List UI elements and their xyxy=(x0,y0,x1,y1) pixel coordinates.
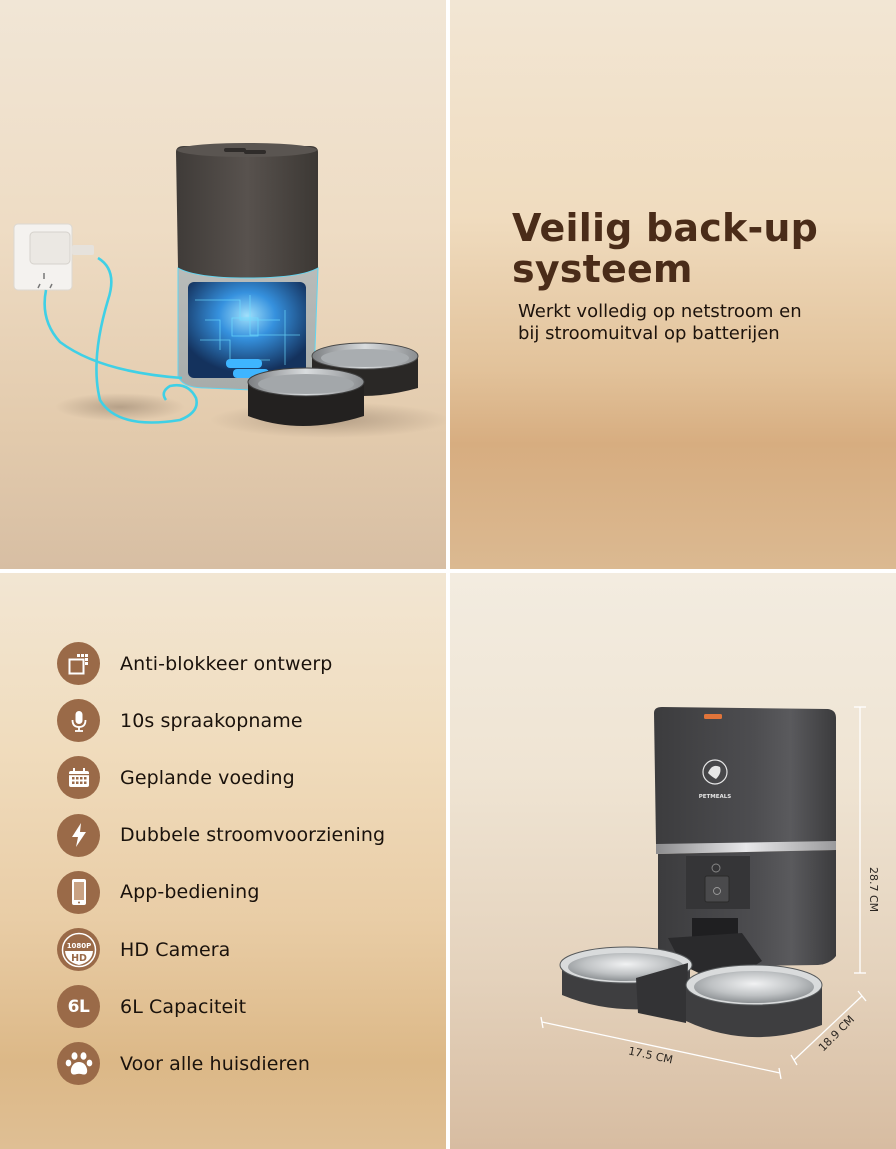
feature-item: 6L 6L Capaciteit xyxy=(57,978,385,1035)
feature-label: 10s spraakopname xyxy=(120,709,303,732)
feature-item: 1080P HD HD Camera xyxy=(57,921,385,978)
feature-list: Anti-blokkeer ontwerp 10s spraakopname G… xyxy=(57,635,385,1093)
panel-dimensions-image: PETMEALS 28.7 CM 17.5 CM 18.9 CM xyxy=(450,573,896,1149)
capacity-icon-text: 6L xyxy=(67,996,90,1017)
feature-item: Dubbele stroomvoorziening xyxy=(57,807,385,864)
hd-1080p-icon: 1080P HD xyxy=(57,928,100,972)
capacity-6l-icon: 6L xyxy=(57,985,100,1029)
subheadline-line-1: Werkt volledig op netstroom en xyxy=(518,301,802,322)
feature-label: Voor alle huisdieren xyxy=(120,1052,310,1075)
microphone-icon xyxy=(57,699,100,743)
headline-line-2: systeem xyxy=(512,247,693,291)
panel-feature-list: Anti-blokkeer ontwerp 10s spraakopname G… xyxy=(0,573,446,1149)
feature-label: HD Camera xyxy=(120,938,231,961)
headline-line-1: Veilig back-up xyxy=(512,206,819,250)
panel-backup-headline: Veilig back-up systeem Werkt volledig op… xyxy=(450,0,896,569)
feature-item: Anti-blokkeer ontwerp xyxy=(57,635,385,692)
lightning-icon xyxy=(57,813,100,857)
feature-label: 6L Capaciteit xyxy=(120,995,247,1018)
svg-text:PETMEALS: PETMEALS xyxy=(699,794,732,800)
feature-label: Geplande voeding xyxy=(120,766,295,789)
feature-item: App-bediening xyxy=(57,864,385,921)
feeder-cutaway-illustration xyxy=(13,143,446,438)
svg-text:1080P: 1080P xyxy=(66,942,91,950)
subheadline: Werkt volledig op netstroom en bij stroo… xyxy=(518,301,802,345)
feature-item: Voor alle huisdieren xyxy=(57,1035,385,1092)
feature-label: Dubbele stroomvoorziening xyxy=(120,824,386,847)
paw-icon xyxy=(57,1042,100,1086)
dimension-lines xyxy=(540,706,867,1080)
indicator-light xyxy=(704,714,722,719)
feature-item: 10s spraakopname xyxy=(57,692,385,749)
feature-label: App-bediening xyxy=(120,881,260,904)
svg-text:HD: HD xyxy=(71,953,87,964)
panel-cutaway-image xyxy=(0,0,446,569)
headline: Veilig back-up systeem xyxy=(512,208,818,290)
smartphone-icon xyxy=(57,870,100,914)
height-dimension-label: 28.7 CM xyxy=(867,867,880,913)
subheadline-line-2: bij stroomuitval op batterijen xyxy=(518,323,780,344)
anti-block-icon xyxy=(57,642,100,686)
calendar-icon xyxy=(57,756,100,800)
feature-label: Anti-blokkeer ontwerp xyxy=(120,652,333,675)
feeder-dimensions-illustration: PETMEALS xyxy=(540,706,867,1080)
feature-item: Geplande voeding xyxy=(57,749,385,806)
petmeals-logo-icon xyxy=(702,759,728,785)
